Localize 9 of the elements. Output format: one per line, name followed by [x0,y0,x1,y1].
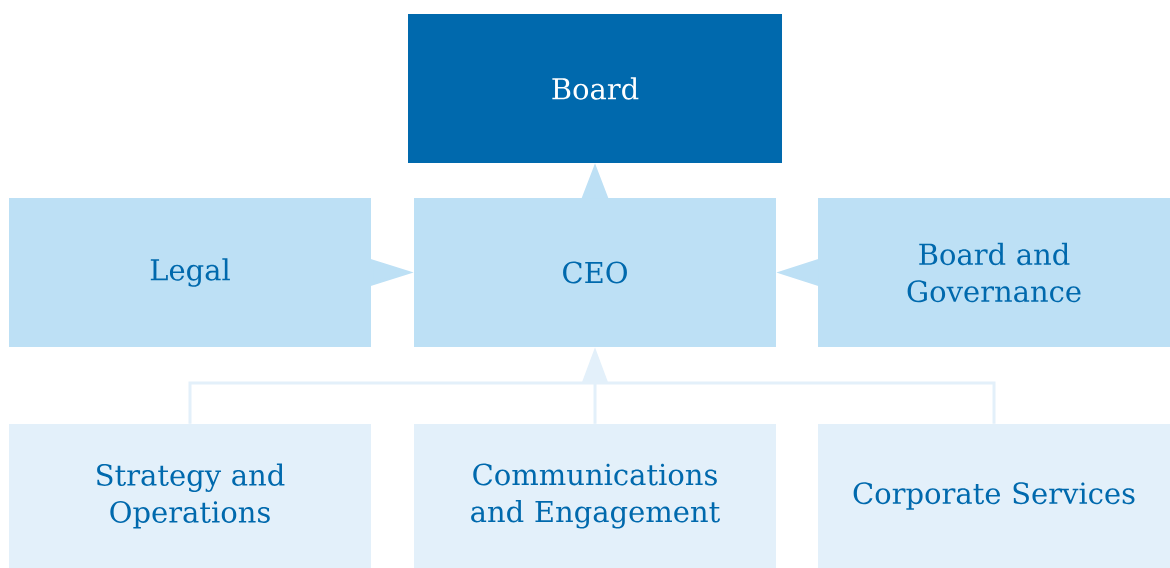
department-box: Legal [9,198,371,347]
department-box: Board and Governance [818,198,1170,347]
ceo-box: CEO [414,198,776,347]
connector-line [188,381,595,424]
board-box: Board [408,14,782,163]
department-box: Communications and Engagement [414,424,776,568]
connector-line [595,381,996,424]
department-box: Corporate Services [818,424,1170,568]
department-box: Strategy and Operations [9,424,371,568]
